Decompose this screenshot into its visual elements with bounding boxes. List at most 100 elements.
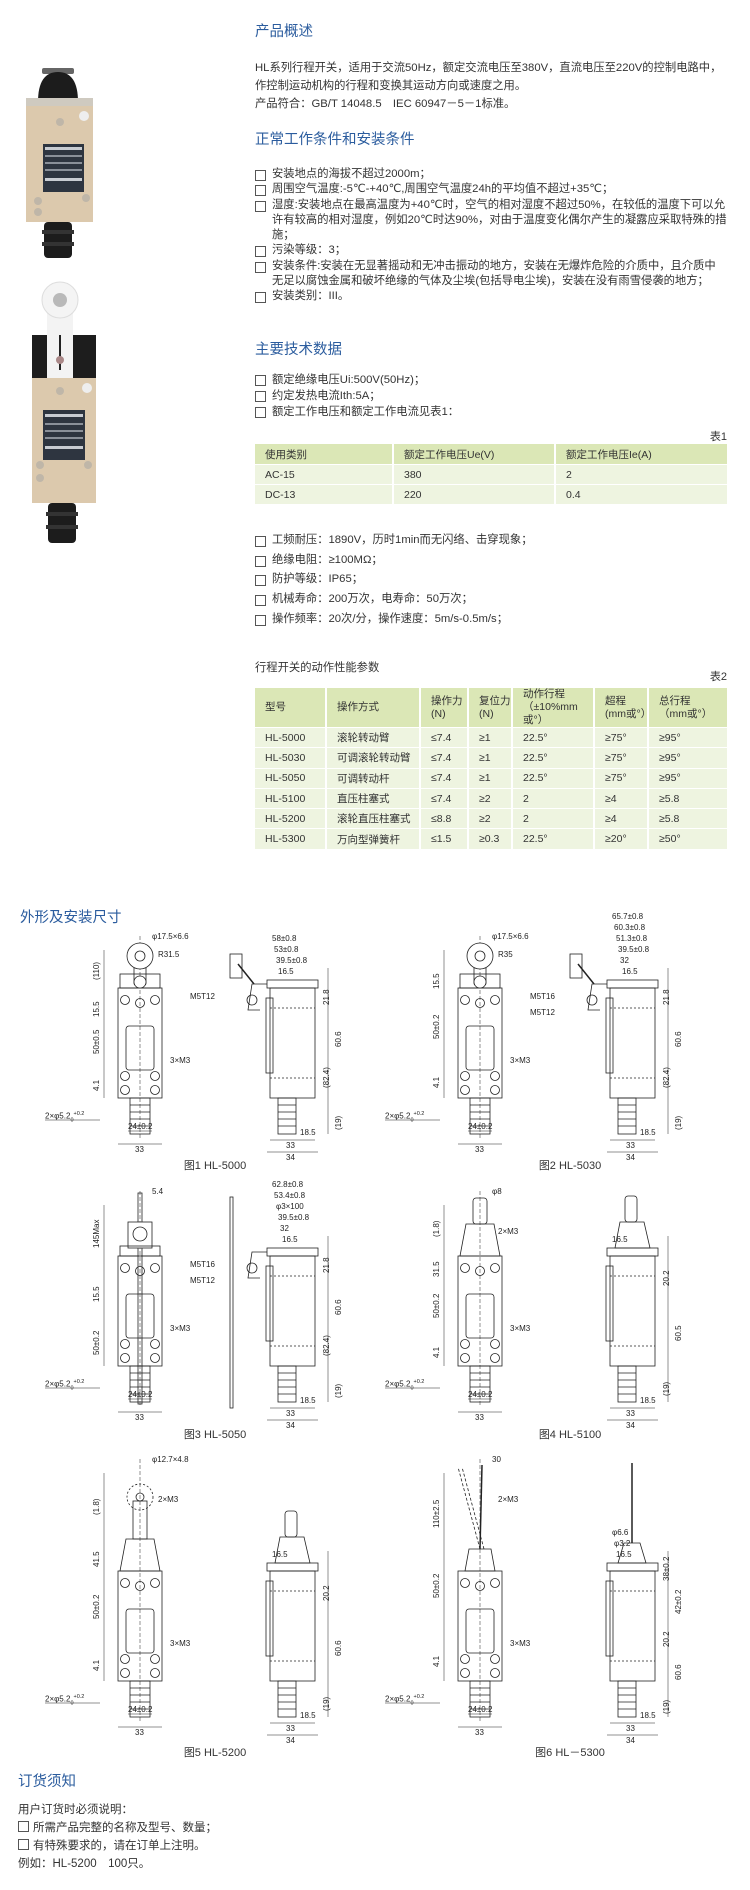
dimension-label: 53.4±0.8 [274,1191,306,1200]
dimension-label: (19) [322,1697,331,1712]
table-cell: ≤7.4 [421,768,467,788]
screw-hole [150,1263,160,1273]
table-header-line: 总行程 [659,694,691,707]
actuator-head [119,1245,161,1257]
hole-tolerance-low: 0 [410,1117,414,1124]
table-cell: 滚轮直压柱塞式 [327,809,419,829]
hole-dimension-label: 2×φ5.20+0.2 [45,1110,84,1125]
hole-size: 2×φ5.2 [45,1379,71,1389]
table-cell: ≥1 [469,768,511,788]
figure-caption: 图1 HL-5000 [183,1160,247,1172]
list-item-text: 湿度:安装地点在最高温度为+40℃时，空气的相对湿度不超过50%，在较低的温度下… [272,198,727,242]
hole-tolerance-low: 0 [410,1700,414,1707]
switch-body-side [609,1255,656,1367]
dimension-label: 34 [626,1153,635,1162]
checkbox-icon [255,246,266,258]
list-item-text: 额定绝缘电压Ui:500V(50Hz)； [272,374,426,386]
dimension-label: (19) [674,1115,683,1130]
screw-hole [490,1071,500,1081]
table-cell: ≥1 [469,748,511,768]
checkbox-icon [255,555,266,567]
screw-hole [120,1071,130,1081]
hole-tolerance-high: +0.2 [413,1111,425,1117]
checkbox-icon [18,1839,29,1850]
tech-list-2: 工频耐压：1890V，历时1min而无闪络、击穿现象； 绝缘电阻：≥100MΩ；… [255,531,727,630]
roller [126,1483,154,1511]
table-cell: HL-5300 [255,829,325,849]
figure-caption: 图6 HL－5300 [535,1747,605,1759]
table-cell: ≥2 [469,788,511,809]
roller [569,953,583,979]
cap-side [266,979,319,989]
dimension-label: 24±0.2 [468,1122,493,1131]
list-item: 额定绝缘电压Ui:500V(50Hz)； [255,372,727,388]
screw-hole [460,1085,470,1095]
table-cell: ≥50° [649,829,727,849]
technical-drawing [385,1459,669,1736]
dimension-label: 16.5 [622,967,638,976]
table-header-line: （mm或°） [659,707,713,720]
table-cell: ≤7.4 [421,728,467,748]
pivot [133,975,147,989]
dimension-label: 110±2.5 [432,1500,441,1529]
hole-dimension-label: 2×φ5.20+0.2 [385,1110,424,1125]
table-cell: DC-13 [255,485,392,504]
dimension-label: 39.5±0.8 [278,1213,310,1222]
dimension-label: 65.7±0.8 [612,912,644,921]
table-cell: ≥75° [595,768,647,788]
list-item: 工频耐压：1890V，历时1min而无闪络、击穿现象； [255,531,727,551]
list-item: 周围空气温度:-5℃-+40℃,周围空气温度24h的平均值不超过+35℃； [255,182,727,197]
hole-size: 2×φ5.2 [45,1694,71,1704]
screw-hole [120,1263,130,1273]
table-cell: 22.5° [513,829,593,849]
plunger [472,1197,488,1225]
dimension-label: 18.5 [640,1711,656,1720]
dimension-label: 21.8 [322,1257,331,1274]
mount-screw [246,994,258,1006]
table-cell: ≤7.4 [421,788,467,809]
dimension-label: 18.5 [640,1128,656,1137]
hole-tolerance-low: 0 [70,1700,74,1707]
dimension-label: 4.1 [432,1077,441,1089]
product-photo-roller-lever-switch [30,280,100,550]
dimension-label: 50±0.2 [432,1293,441,1318]
side-rail [265,997,274,1074]
dimension-label: 18.5 [640,1396,656,1405]
table-cell: 2 [556,465,727,484]
dimension-label: 30 [492,1455,501,1464]
checkbox-icon [255,575,266,587]
order-item-text: 所需产品完整的名称及型号、数量； [33,1822,217,1834]
table-cell: ≥75° [595,728,647,748]
section-title-dimensions: 外形及安装尺寸 [20,910,122,926]
list-item: 防护等级：IP65； [255,570,727,590]
list-item: 约定发热电流Ith:5A； [255,388,727,404]
dimension-label: 41.5 [92,1551,101,1567]
spring-rod-deflected [457,1466,481,1550]
screw-hole [120,1578,130,1588]
table-header-line: 超程 [605,694,626,707]
dimension-label: (19) [334,1383,343,1398]
dimension-label: 50±0.5 [92,1029,101,1054]
overview-line: 作控制运动机构的行程和变换其运动方向或速度之用。 [255,80,527,92]
dimension-label: (19) [662,1382,671,1397]
table-row: AC-15 380 2 [255,465,727,484]
dimension-label: 15.5 [92,1286,101,1302]
dimension-label: 24±0.2 [128,1705,153,1714]
cap-side [266,1562,319,1572]
screw-hole [150,1668,160,1678]
table-cell: ≥75° [595,748,647,768]
section-title-order: 订货须知 [18,1774,76,1790]
dimension-label: (82.4) [662,1067,671,1089]
dimension-label: 145Max [92,1219,101,1248]
table-header: 总行程（mm或°） [649,688,727,727]
hole-tolerance-high: +0.2 [73,1111,85,1117]
dimension-label: 33 [135,1728,144,1737]
dimension-label: 34 [626,1736,635,1745]
technical-drawing [45,1459,329,1736]
dimension-label: 38±0.2 [662,1556,671,1581]
